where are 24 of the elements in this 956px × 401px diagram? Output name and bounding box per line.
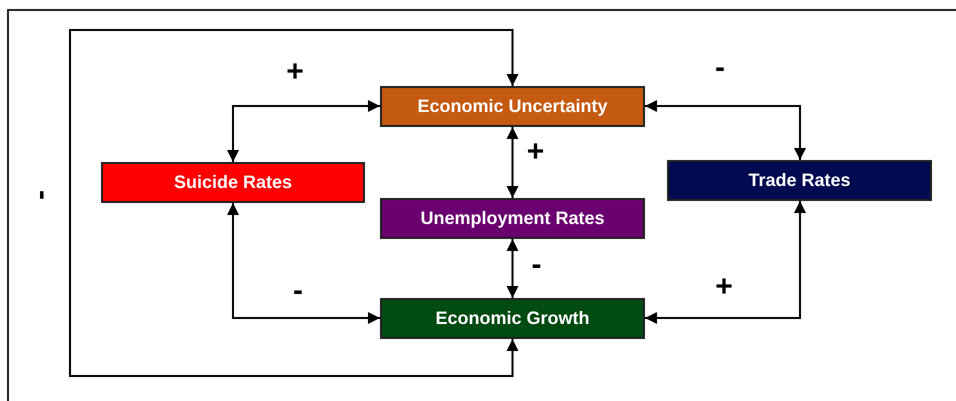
process-box xyxy=(380,298,645,339)
arrow xyxy=(645,100,806,160)
box-label: Trade Rates xyxy=(748,169,851,192)
process-box xyxy=(380,198,645,239)
edge-label: - xyxy=(715,53,725,83)
arrow xyxy=(506,239,518,298)
edge-label: + xyxy=(526,137,544,167)
process-box xyxy=(667,160,932,201)
edge-label: - xyxy=(532,250,542,280)
arrow xyxy=(645,201,806,324)
box-label: Economic Uncertainty xyxy=(417,95,608,118)
box-label: Suicide Rates xyxy=(174,171,292,194)
arrow xyxy=(227,100,380,162)
arrow xyxy=(69,29,518,377)
box-label: Unemployment Rates xyxy=(420,207,605,230)
box-label: Economic Growth xyxy=(435,307,590,330)
edge-label: + xyxy=(715,272,733,302)
edge-label: - xyxy=(28,190,58,200)
edge-label: + xyxy=(286,57,304,87)
process-box xyxy=(101,162,365,203)
arrow xyxy=(227,203,380,324)
process-box xyxy=(380,86,645,127)
edge-label: - xyxy=(293,276,303,306)
arrow xyxy=(506,127,518,198)
